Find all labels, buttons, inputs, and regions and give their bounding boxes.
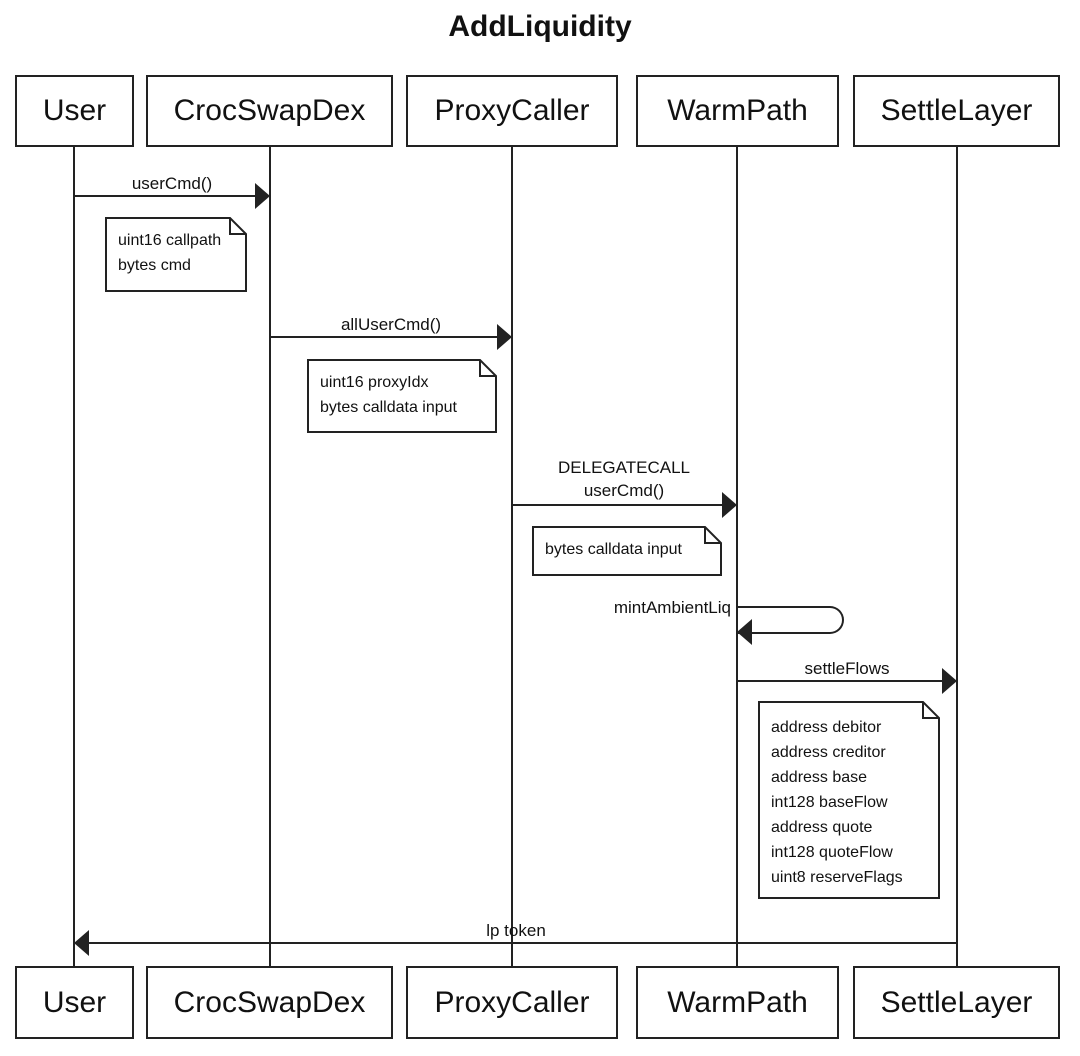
note-line: bytes calldata input [320, 399, 457, 416]
message-line-settleflows [737, 680, 943, 682]
note-text: uint16 proxyIdx bytes calldata input [307, 359, 497, 420]
message-line-usercmd [74, 195, 256, 197]
participant-user-bottom: User [15, 966, 134, 1039]
arrowhead-right-icon [255, 183, 270, 209]
lifeline-proxycaller [511, 147, 513, 966]
message-line-allusercmd [270, 336, 498, 338]
note-text: address debitor address creditor address… [758, 701, 940, 890]
participant-warmpath-top: WarmPath [636, 75, 839, 147]
note-line: uint16 proxyIdx [320, 374, 429, 391]
message-label-delegatecall: DELEGATECALL [558, 458, 690, 477]
note-fold-icon [229, 218, 246, 235]
note-line: bytes cmd [118, 257, 191, 274]
lifeline-warmpath [736, 147, 738, 966]
arrowhead-right-icon [942, 668, 957, 694]
lifeline-crocswapdex [269, 147, 271, 966]
note-line: address debitor [771, 719, 882, 736]
participant-user-top: User [15, 75, 134, 147]
note-shape [758, 701, 940, 899]
diagram-title: AddLiquidity [448, 10, 632, 43]
note-line: int128 quoteFlow [771, 844, 893, 861]
note-line: int128 baseFlow [771, 794, 888, 811]
participant-settlelayer-bottom: SettleLayer [853, 966, 1060, 1039]
arrowhead-left-icon [74, 930, 89, 956]
lifeline-user [73, 147, 75, 966]
note-outline [105, 217, 247, 292]
message-label-delegatecall-usercmd: userCmd() [583, 481, 665, 500]
message-label-settleflows: settleFlows [804, 659, 890, 678]
note-settleflows-params: address debitor address creditor address… [758, 701, 940, 899]
note-line: uint8 reserveFlags [771, 869, 903, 886]
note-fold-icon [479, 360, 496, 377]
message-line-delegatecall [512, 504, 723, 506]
note-text: uint16 callpath bytes cmd [105, 217, 247, 278]
arrowhead-left-icon [737, 619, 752, 645]
lifeline-settlelayer [956, 147, 958, 966]
note-shape [105, 217, 247, 292]
message-label-usercmd: userCmd() [131, 174, 213, 193]
message-line-lptoken [88, 942, 958, 944]
participant-warmpath-bottom: WarmPath [636, 966, 839, 1039]
note-line: address quote [771, 819, 873, 836]
participant-crocswapdex-top: CrocSwapDex [146, 75, 393, 147]
self-message-loop [737, 606, 844, 634]
participant-proxycaller-bottom: ProxyCaller [406, 966, 618, 1039]
note-outline [758, 701, 940, 899]
note-usercmd-params: uint16 callpath bytes cmd [105, 217, 247, 292]
message-label-mintambientliq: mintAmbientLiq [613, 598, 731, 617]
participant-settlelayer-top: SettleLayer [853, 75, 1060, 147]
note-line: uint16 callpath [118, 232, 222, 249]
note-line: bytes calldata input [545, 541, 682, 558]
participant-proxycaller-top: ProxyCaller [406, 75, 618, 147]
note-line: address creditor [771, 744, 886, 761]
note-allusercmd-params: uint16 proxyIdx bytes calldata input [307, 359, 497, 433]
note-shape [532, 526, 722, 576]
arrowhead-right-icon [722, 492, 737, 518]
note-text: bytes calldata input [532, 526, 722, 562]
message-label-allusercmd: allUserCmd() [340, 315, 442, 334]
note-outline [532, 526, 722, 576]
note-outline [307, 359, 497, 433]
note-shape [307, 359, 497, 433]
note-delegatecall-params: bytes calldata input [532, 526, 722, 576]
message-label-lptoken: lp token [486, 921, 546, 940]
note-line: address base [771, 769, 868, 786]
note-fold-icon [704, 527, 721, 544]
arrowhead-right-icon [497, 324, 512, 350]
participant-crocswapdex-bottom: CrocSwapDex [146, 966, 393, 1039]
note-fold-icon [922, 702, 939, 719]
